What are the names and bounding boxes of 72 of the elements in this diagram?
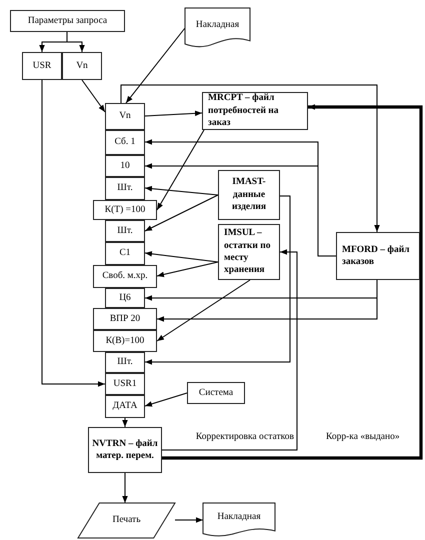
- arrow: [144, 110, 202, 116]
- arrow: [42, 80, 106, 387]
- arrow: [120, 84, 380, 232]
- arrow: [126, 28, 186, 104]
- process-box: [105, 242, 145, 265]
- node-label: Vn: [76, 60, 88, 72]
- node-label: Шт.: [117, 356, 133, 369]
- node-label: Система: [198, 386, 234, 400]
- process-box: [93, 265, 157, 288]
- arrow: [156, 130, 204, 210]
- node-label: USR1: [113, 378, 137, 390]
- process-box: [187, 382, 245, 404]
- node-label: Накладная: [196, 18, 240, 32]
- process-box: [105, 177, 145, 200]
- node-label: С1: [119, 247, 131, 260]
- node-label: Параметры запроса: [28, 14, 108, 28]
- node-label: IMSUL – остатки по месту хранения: [224, 227, 272, 277]
- arrow: [122, 418, 128, 428]
- process-box: [105, 288, 145, 308]
- node-label: Vn: [119, 110, 131, 123]
- arrow: [174, 517, 204, 523]
- node-label: Шт.: [117, 224, 133, 238]
- process-box: [105, 373, 145, 395]
- arrow: [162, 249, 298, 450]
- process-box: [93, 308, 157, 330]
- process-box: [218, 170, 280, 220]
- arrow: [122, 472, 128, 504]
- node-label: К(Т) =100: [104, 204, 146, 216]
- arrow: [144, 196, 290, 365]
- node-label: MFORD – файл заказов: [342, 244, 411, 268]
- process-box: [105, 155, 145, 177]
- node-label: 10: [120, 160, 130, 172]
- node-label: MRCPT – файл потребностей на заказ: [208, 92, 280, 130]
- arrow: [156, 262, 218, 278]
- process-box: [62, 52, 102, 80]
- arrow: [156, 280, 378, 322]
- process-box: [93, 200, 157, 220]
- process-box: [105, 103, 145, 130]
- process-box: [105, 352, 145, 373]
- node-label: Печать: [112, 514, 141, 527]
- node-label: IMAST- данные изделия: [230, 176, 268, 214]
- edge-label: Корр-ка «выдано»: [325, 432, 401, 442]
- arrow: [144, 186, 218, 196]
- process-box: [105, 130, 145, 155]
- arrow: [66, 32, 85, 52]
- process-box: [10, 10, 125, 32]
- arrow: [144, 392, 188, 407]
- node-label: Своб. м.хр.: [102, 270, 148, 283]
- node-label: ВПР 20: [110, 312, 140, 326]
- arrow: [144, 163, 336, 256]
- arrow: [144, 251, 218, 262]
- edge-label: Корректировка остатков: [194, 432, 295, 442]
- node-label: Накладная: [217, 510, 261, 524]
- process-box: [202, 92, 308, 130]
- arrow: [156, 280, 250, 342]
- process-box: [88, 427, 162, 473]
- node-label: USR: [32, 60, 52, 72]
- process-box: [336, 232, 420, 280]
- node-label: ДАТА: [112, 400, 138, 413]
- process-box: [22, 52, 62, 80]
- node-label: Шт.: [117, 182, 133, 195]
- node-label: Сб. 1: [114, 136, 136, 149]
- process-box: [218, 224, 280, 280]
- node-label: К(В)=100: [106, 334, 144, 348]
- process-box: [105, 395, 145, 418]
- process-box: [93, 330, 157, 352]
- node-label: NVTRN – файл матер. перем.: [91, 438, 159, 462]
- process-box: [105, 220, 145, 242]
- arrow: [82, 80, 106, 112]
- arrow: [162, 104, 423, 460]
- node-label: Ц6: [119, 292, 131, 304]
- arrow: [144, 194, 218, 232]
